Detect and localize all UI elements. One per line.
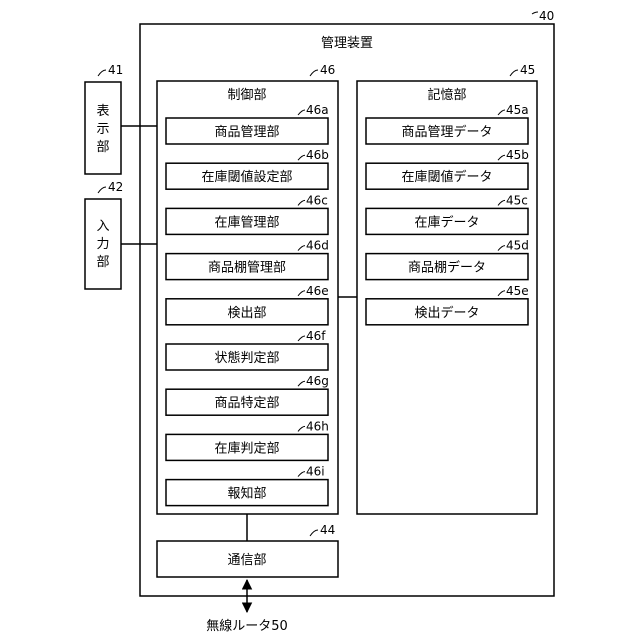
storage-unit-item-ref-leader: [498, 200, 505, 205]
storage-unit-ref-leader: [510, 70, 518, 76]
management-device-title: 管理装置: [321, 36, 373, 51]
control-unit-item-label: 状態判定部: [214, 350, 279, 366]
communication-unit-label: 通信部: [227, 553, 266, 568]
control-unit-item-ref: 46a: [306, 103, 329, 117]
storage-unit-items: 商品管理データ 45a 在庫閾値データ 45b 在庫データ 45c 商品棚データ 45d 検出デ…: [366, 103, 529, 325]
control-unit-item-label: 商品管理部: [214, 125, 279, 140]
display-unit: 表 示 部 41: [85, 63, 123, 174]
control-unit-item-ref: 46f: [306, 329, 326, 343]
control-unit-item-ref: 46c: [306, 193, 328, 207]
storage-unit-item-ref-leader: [498, 291, 505, 296]
storage-unit-item-ref: 45a: [506, 103, 529, 117]
control-unit-item-ref-leader: [298, 200, 305, 205]
communication-unit-ref-leader: [310, 530, 318, 536]
storage-unit-title: 記憶部: [427, 87, 466, 103]
storage-unit-item: 商品棚データ 45d: [366, 239, 529, 280]
storage-unit-ref: 45: [520, 63, 535, 77]
input-unit-ref: 42: [108, 180, 123, 194]
input-unit-char-2: 力: [96, 237, 109, 252]
control-unit-item-ref-leader: [298, 336, 305, 341]
control-unit-item: 報知部 46i: [166, 465, 328, 506]
control-unit-item: 在庫管理部 46c: [166, 193, 328, 234]
control-unit-title: 制御部: [227, 88, 266, 103]
control-unit-item-label: 在庫判定部: [214, 441, 279, 456]
control-unit-item-label: 検出部: [227, 306, 266, 321]
control-unit-item: 商品管理部 46a: [166, 103, 329, 144]
input-unit-char-1: 入: [96, 219, 109, 234]
control-unit-item-ref-leader: [298, 426, 305, 431]
control-unit-item-label: 在庫管理部: [214, 215, 279, 230]
control-unit-item: 在庫判定部 46h: [166, 419, 329, 460]
input-unit-char-3: 部: [96, 255, 109, 270]
control-unit-item-label: 商品特定部: [214, 396, 279, 411]
control-unit-item: 検出部 46e: [166, 284, 329, 325]
control-unit-items: 商品管理部 46a 在庫閾値設定部 46b 在庫管理部 46c 商品棚管理部 46d 検出部 46…: [166, 103, 329, 506]
storage-unit-item-label: 商品棚データ: [408, 260, 486, 276]
display-unit-char-2: 示: [96, 122, 109, 137]
control-unit-item-label: 在庫閾値設定部: [201, 169, 292, 185]
storage-unit: 記憶部 45 商品管理データ 45a 在庫閾値データ 45b 在庫データ 45c 商品棚デー…: [357, 63, 537, 514]
control-unit-item-ref: 46d: [306, 239, 329, 253]
storage-unit-item: 在庫閾値データ 45b: [366, 148, 529, 189]
display-unit-ref-leader: [98, 70, 106, 76]
control-unit-item-ref-leader: [298, 246, 305, 251]
control-unit: 制御部 46 商品管理部 46a 在庫閾値設定部 46b 在庫管理部 46c 商品棚管理部 4…: [157, 63, 338, 514]
management-device-ref-leader: [532, 12, 538, 14]
storage-unit-item-label: 在庫データ: [414, 214, 479, 230]
control-unit-item-ref: 46b: [306, 148, 329, 162]
control-unit-item: 状態判定部 46f: [166, 329, 328, 370]
control-unit-item-ref: 46i: [306, 465, 325, 479]
control-unit-item-ref-leader: [298, 472, 305, 477]
storage-unit-item-label: 検出データ: [414, 305, 479, 321]
storage-unit-item: 検出データ 45e: [366, 284, 529, 325]
storage-unit-item-ref-leader: [498, 246, 505, 251]
control-unit-item-ref: 46e: [306, 284, 329, 298]
control-unit-ref-leader: [310, 70, 318, 76]
display-unit-ref: 41: [108, 63, 123, 77]
communication-unit-ref: 44: [320, 523, 335, 537]
control-unit-item-label: 商品棚管理部: [208, 261, 286, 276]
control-unit-item-ref: 46g: [306, 374, 329, 388]
display-unit-char-3: 部: [96, 140, 109, 155]
management-device-frame: 管理装置 40: [140, 9, 554, 596]
storage-unit-item: 商品管理データ 45a: [366, 103, 529, 144]
storage-unit-item-ref: 45d: [506, 239, 529, 253]
storage-unit-item-ref: 45c: [506, 193, 528, 207]
control-unit-item-label: 報知部: [227, 486, 266, 502]
storage-unit-item-ref-leader: [498, 155, 505, 160]
storage-unit-item-ref: 45e: [506, 284, 529, 298]
control-unit-item-ref-leader: [298, 155, 305, 160]
control-unit-ref: 46: [320, 63, 335, 77]
control-unit-item-ref-leader: [298, 110, 305, 115]
storage-unit-item-label: 商品管理データ: [401, 124, 492, 140]
storage-unit-item: 在庫データ 45c: [366, 193, 528, 234]
control-unit-item: 在庫閾値設定部 46b: [166, 148, 329, 189]
control-unit-item-ref-leader: [298, 381, 305, 386]
control-unit-item-ref: 46h: [306, 419, 329, 433]
control-unit-item: 商品特定部 46g: [166, 374, 329, 415]
management-device-ref: 40: [539, 9, 554, 23]
input-unit: 入 力 部 42: [85, 180, 123, 289]
input-unit-ref-leader: [98, 187, 106, 193]
storage-unit-item-label: 在庫閾値データ: [401, 169, 492, 185]
router-label: 無線ルータ50: [206, 618, 288, 634]
storage-unit-item-ref-leader: [498, 110, 505, 115]
display-unit-char-1: 表: [96, 104, 109, 119]
storage-unit-item-ref: 45b: [506, 148, 529, 162]
control-unit-item-ref-leader: [298, 291, 305, 296]
control-unit-item: 商品棚管理部 46d: [166, 239, 329, 280]
